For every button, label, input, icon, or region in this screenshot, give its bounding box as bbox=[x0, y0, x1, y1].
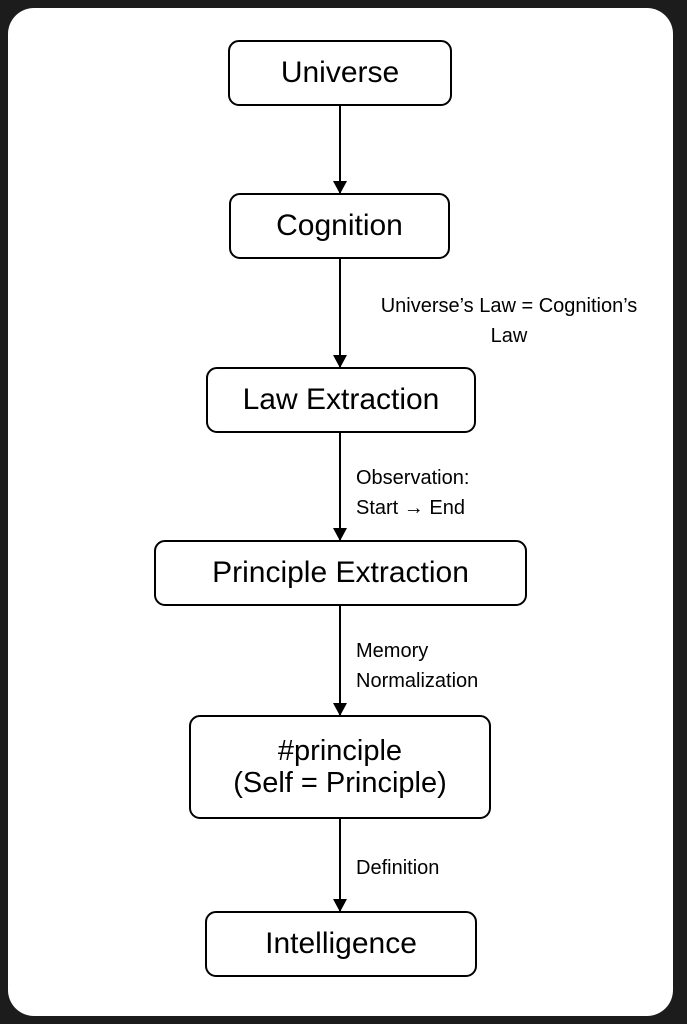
node-universe[interactable]: Universe bbox=[228, 40, 452, 106]
node-intelligence-label: Intelligence bbox=[265, 927, 417, 961]
node-principle-extraction[interactable]: Principle Extraction bbox=[154, 540, 527, 606]
node-cognition[interactable]: Cognition bbox=[229, 193, 450, 259]
arrow-hash-principle-to-intelligence bbox=[339, 819, 341, 911]
edge-label-universes-law-line2: Law bbox=[490, 325, 528, 347]
arrow-law-extraction-to-principle-extraction bbox=[339, 433, 341, 540]
edge-label-memory-normalization-line1: Memory bbox=[356, 640, 429, 662]
node-principle-extraction-label: Principle Extraction bbox=[212, 556, 469, 590]
node-law-extraction[interactable]: Law Extraction bbox=[206, 367, 476, 433]
edge-label-universes-law: Universe’s Law = Cognition’s Law bbox=[356, 291, 662, 351]
node-hash-principle[interactable]: #principle (Self = Principle) bbox=[189, 715, 491, 819]
diagram-card: Universe Cognition Law Extraction Princi… bbox=[8, 8, 673, 1016]
arrow-cognition-to-law-extraction bbox=[339, 259, 341, 367]
node-intelligence[interactable]: Intelligence bbox=[205, 911, 477, 977]
edge-label-observation: Observation: Start → End bbox=[356, 463, 469, 523]
edge-label-memory-normalization-line2: Normalization bbox=[356, 670, 479, 692]
edge-label-observation-line1: Observation: bbox=[356, 467, 470, 489]
node-hash-principle-label-line2: (Self = Principle) bbox=[233, 767, 447, 799]
node-law-extraction-label: Law Extraction bbox=[242, 383, 440, 417]
arrow-universe-to-cognition bbox=[339, 106, 341, 193]
arrow-principle-extraction-to-hash-principle bbox=[339, 606, 341, 715]
node-universe-label: Universe bbox=[280, 56, 400, 90]
edge-label-definition: Definition bbox=[356, 853, 439, 883]
edge-label-universes-law-line1: Universe’s Law = Cognition’s bbox=[380, 295, 638, 317]
flowchart-canvas: Universe Cognition Law Extraction Princi… bbox=[8, 8, 673, 1016]
edge-label-definition-line1: Definition bbox=[356, 857, 440, 879]
edge-label-observation-line2: Start → End bbox=[356, 497, 465, 519]
node-cognition-label: Cognition bbox=[276, 209, 403, 243]
node-hash-principle-label-line1: #principle bbox=[277, 734, 403, 767]
edge-label-memory-normalization: Memory Normalization bbox=[356, 636, 478, 696]
